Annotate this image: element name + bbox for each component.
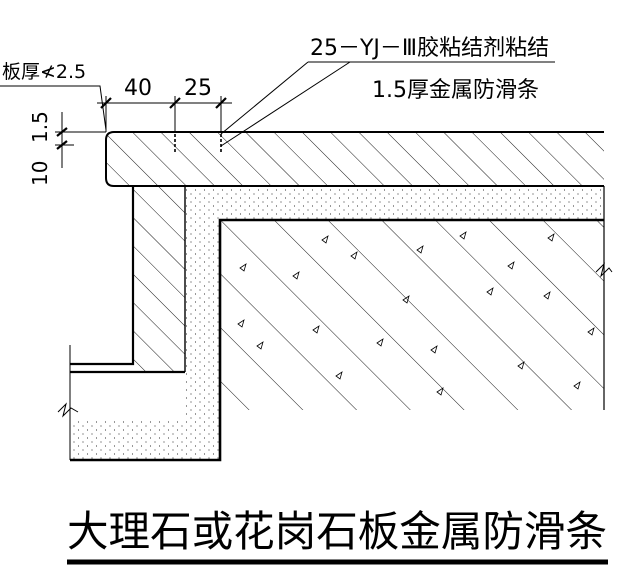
dimension-25-label: 25 [184, 76, 212, 101]
break-symbols [57, 262, 613, 418]
concrete-slab [220, 220, 604, 410]
thickness-label: 板厚≮2.5 [2, 61, 86, 83]
metal-strip-label: 1.5厚金属防滑条 [372, 78, 539, 103]
dimension-lines [0, 61, 555, 168]
drawing-title: 大理石或花岗石板金属防滑条 [67, 507, 607, 556]
mortar-layer [70, 186, 604, 460]
adhesive-label: 25－YJ－Ⅲ胶粘结剂粘结 [310, 36, 549, 61]
outlines [69, 131, 605, 462]
metal-strip-markers [174, 134, 222, 152]
dimension-10-label: 10 [28, 161, 52, 186]
dimension-1-5-label: 1.5 [28, 111, 52, 143]
stone-slab [106, 132, 604, 372]
dimension-40-label: 40 [124, 76, 152, 101]
